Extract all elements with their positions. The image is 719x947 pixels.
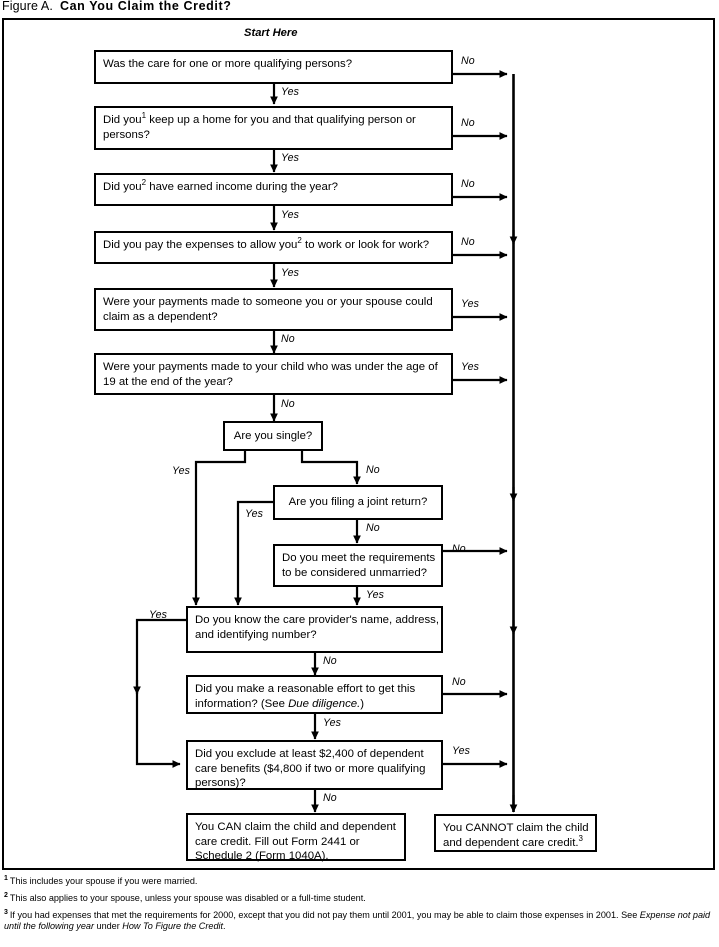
chart-frame (2, 18, 715, 870)
branch-label-q7-yes: Yes (172, 465, 190, 477)
branch-label-q12-no: No (323, 792, 337, 804)
branch-label-q2-no: No (461, 117, 475, 129)
branch-label-q8-yes: Yes (245, 508, 263, 520)
footnote-ref-2b: 2 (297, 236, 302, 246)
start-here-label: Start Here (244, 27, 298, 39)
branch-label-q11-yes: Yes (323, 717, 341, 729)
node-q5: Were your payments made to someone you o… (94, 288, 453, 331)
node-q2: Did you1 keep up a home for you and that… (94, 106, 453, 150)
footnote-ref-1: 1 (141, 111, 147, 121)
footnote-ref-2: 2 (141, 178, 147, 188)
branch-label-q6-yes: Yes (461, 361, 479, 373)
node-q7: Are you single? (223, 421, 323, 451)
branch-label-q10-yes: Yes (149, 609, 167, 621)
branch-label-q9-yes: Yes (366, 589, 384, 601)
footnote-ref-3: 3 (578, 833, 583, 843)
branch-label-q1-no: No (461, 55, 475, 67)
branch-label-q8-no: No (366, 522, 380, 534)
branch-label-q10-no: No (323, 655, 337, 667)
branch-label-q9-no: No (452, 543, 466, 555)
node-q9: Do you meet the requirements to be consi… (273, 544, 443, 587)
branch-label-q2-yes: Yes (281, 152, 299, 164)
node-result-cannot: You CANNOT claim the child and dependent… (434, 814, 597, 852)
node-q6: Were your payments made to your child wh… (94, 353, 453, 395)
branch-label-q4-no: No (461, 236, 475, 248)
node-q1: Was the care for one or more qualifying … (94, 50, 453, 84)
branch-label-q5-yes: Yes (461, 298, 479, 310)
branch-label-q7-no: No (366, 464, 380, 476)
branch-label-q4-yes: Yes (281, 267, 299, 279)
node-q8: Are you filing a joint return? (273, 485, 443, 520)
branch-label-q11-no: No (452, 676, 466, 688)
figure-name: Can You Claim the Credit? (59, 0, 232, 13)
branch-label-q5-no: No (281, 333, 295, 345)
branch-label-q6-no: No (281, 398, 295, 410)
branch-label-q12-yes: Yes (452, 745, 470, 757)
branch-label-q1-yes: Yes (281, 86, 299, 98)
node-result-can: You CAN claim the child and dependent ca… (186, 813, 406, 862)
node-q10: Do you know the care provider's name, ad… (186, 606, 443, 653)
node-q11: Did you make a reasonable effort to get … (186, 675, 443, 714)
node-q12: Did you exclude at least $2,400 of depen… (186, 740, 443, 790)
node-q4: Did you pay the expenses to allow you2 t… (94, 231, 453, 264)
page-title: Figure A. Can You Claim the Credit? (2, 0, 231, 13)
branch-label-q3-yes: Yes (281, 209, 299, 221)
branch-label-q3-no: No (461, 178, 475, 190)
node-q3: Did you2 have earned income during the y… (94, 173, 453, 206)
due-diligence-ref: Due diligence. (288, 697, 361, 710)
figure-number: Figure A. (2, 0, 53, 13)
